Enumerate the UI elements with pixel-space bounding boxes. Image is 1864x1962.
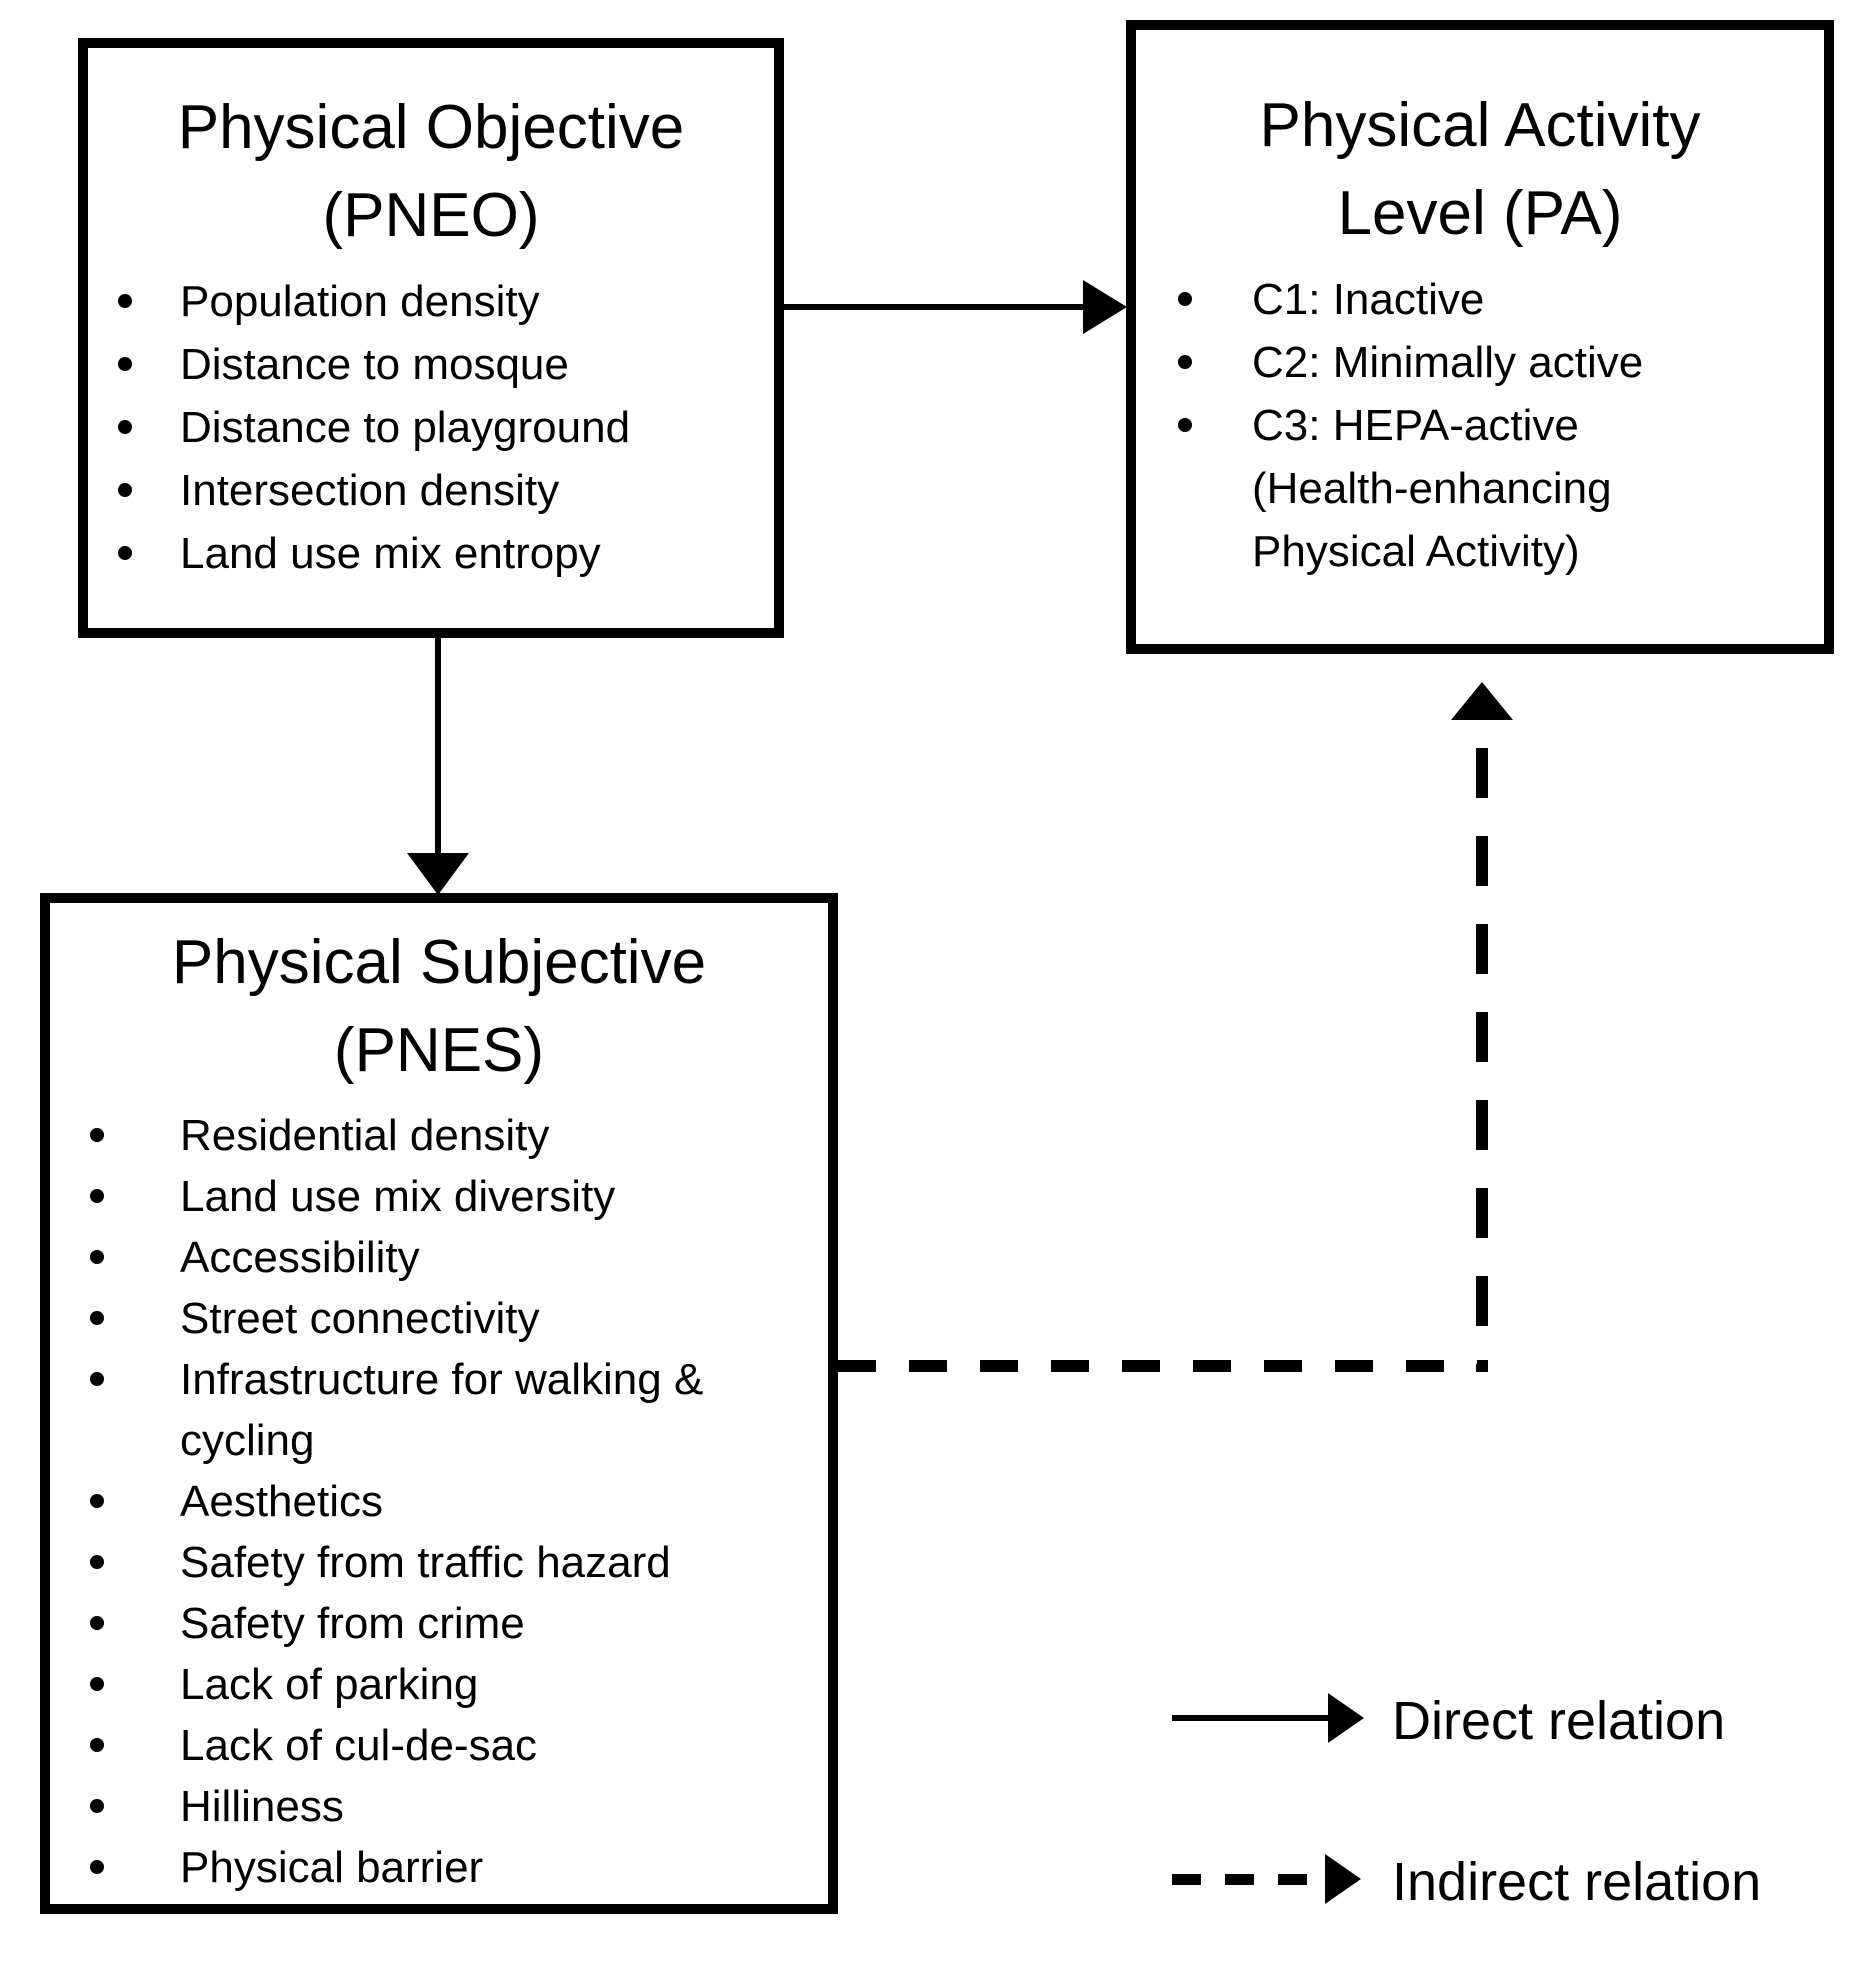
- box-pnes-title: Physical Subjective (PNES): [50, 919, 828, 1095]
- list-item: Lack of cul-de-sac: [50, 1715, 828, 1776]
- list-item-text: Safety from crime: [180, 1599, 525, 1648]
- box-pneo-title: Physical Objective (PNEO): [88, 84, 774, 260]
- list-item: Accessibility: [50, 1227, 828, 1288]
- bullet-icon: [118, 546, 132, 560]
- list-item-text: Hilliness: [180, 1782, 344, 1831]
- list-item: Population density: [88, 270, 774, 333]
- bullet-icon: [118, 357, 132, 371]
- list-item: Distance to playground: [88, 396, 774, 459]
- list-item-text: C1: Inactive: [1252, 275, 1485, 324]
- list-item-text: Population density: [180, 277, 540, 326]
- list-item-text: Lack of cul-de-sac: [180, 1721, 538, 1770]
- list-item-text: Aesthetics: [180, 1477, 383, 1526]
- list-item: Residential density: [50, 1105, 828, 1166]
- box-pneo: Physical Objective (PNEO) Population den…: [78, 38, 784, 638]
- list-item-text: (Health-enhancing: [1252, 464, 1612, 513]
- list-item: Intersection density: [88, 459, 774, 522]
- list-item-text: cycling: [180, 1416, 315, 1465]
- bullet-icon: [118, 420, 132, 434]
- list-item-text: C2: Minimally active: [1252, 338, 1644, 387]
- bullet-icon: [90, 1677, 104, 1691]
- list-item: Physical Activity): [1136, 520, 1824, 583]
- direct-arrow-pneo-to-pnes-line: [435, 638, 441, 860]
- list-item: Street connectivity: [50, 1288, 828, 1349]
- list-item-text: Infrastructure for walking &: [180, 1355, 704, 1404]
- list-item: C2: Minimally active: [1136, 331, 1824, 394]
- bullet-icon: [90, 1494, 104, 1508]
- bullet-icon: [90, 1616, 104, 1630]
- pa-item-list: C1: Inactive C2: Minimally active C3: HE…: [1136, 268, 1824, 583]
- box-pnes-title-line1: Physical Subjective: [171, 928, 707, 997]
- list-item-text: Accessibility: [180, 1233, 420, 1282]
- list-item: Land use mix entropy: [88, 522, 774, 585]
- bullet-icon: [118, 294, 132, 308]
- pnes-item-list: Residential density Land use mix diversi…: [50, 1105, 828, 1898]
- legend-indirect-arrow-line: [1172, 1874, 1307, 1885]
- direct-arrow-pneo-to-pa-line: [784, 304, 1086, 310]
- list-item-text: Street connectivity: [180, 1294, 540, 1343]
- list-item: Infrastructure for walking &: [50, 1349, 828, 1410]
- indirect-arrow-pnes-to-pa-horizontal: [838, 1360, 1488, 1372]
- bullet-icon: [90, 1189, 104, 1203]
- box-pneo-title-line2: (PNEO): [322, 181, 540, 250]
- bullet-icon: [90, 1250, 104, 1264]
- list-item: Safety from crime: [50, 1593, 828, 1654]
- bullet-icon: [90, 1738, 104, 1752]
- list-item: cycling: [50, 1410, 828, 1471]
- list-item: Physical barrier: [50, 1837, 828, 1898]
- list-item: Lack of parking: [50, 1654, 828, 1715]
- bullet-icon: [1178, 292, 1192, 306]
- list-item-text: Safety from traffic hazard: [180, 1538, 671, 1587]
- bullet-icon: [90, 1372, 104, 1386]
- bullet-icon: [90, 1799, 104, 1813]
- legend-indirect-arrowhead-icon: [1325, 1854, 1361, 1904]
- box-pneo-title-line1: Physical Objective: [177, 93, 685, 162]
- list-item: Hilliness: [50, 1776, 828, 1837]
- bullet-icon: [90, 1555, 104, 1569]
- list-item-text: Residential density: [180, 1111, 550, 1160]
- list-item-text: Distance to playground: [180, 403, 631, 452]
- box-pa-title-line1: Physical Activity: [1259, 91, 1701, 160]
- bullet-icon: [90, 1860, 104, 1874]
- list-item: Land use mix diversity: [50, 1166, 828, 1227]
- indirect-arrowhead-up-icon: [1451, 682, 1513, 720]
- box-pa-title-line2: Level (PA): [1337, 179, 1623, 248]
- bullet-icon: [90, 1128, 104, 1142]
- list-item-text: Intersection density: [180, 466, 560, 515]
- list-item-text: Land use mix diversity: [180, 1172, 616, 1221]
- box-pa-title: Physical Activity Level (PA): [1136, 82, 1824, 258]
- direct-arrowhead-down-icon: [407, 853, 469, 895]
- direct-arrowhead-right-icon: [1083, 280, 1127, 334]
- list-item-text: Physical Activity): [1252, 527, 1580, 576]
- legend-direct-label: Direct relation: [1392, 1691, 1726, 1751]
- list-item-text: C3: HEPA-active: [1252, 401, 1579, 450]
- list-item: Aesthetics: [50, 1471, 828, 1532]
- legend-indirect-label: Indirect relation: [1392, 1852, 1762, 1912]
- list-item: C3: HEPA-active: [1136, 394, 1824, 457]
- bullet-icon: [118, 483, 132, 497]
- list-item-text: Land use mix entropy: [180, 529, 601, 578]
- box-pnes-title-line2: (PNES): [333, 1016, 545, 1085]
- list-item: C1: Inactive: [1136, 268, 1824, 331]
- indirect-arrow-pnes-to-pa-vertical: [1476, 748, 1488, 1372]
- box-pa: Physical Activity Level (PA) C1: Inactiv…: [1126, 20, 1834, 654]
- bullet-icon: [1178, 355, 1192, 369]
- pneo-item-list: Population density Distance to mosque Di…: [88, 270, 774, 585]
- legend-direct-arrow-line: [1172, 1715, 1330, 1721]
- legend-direct-arrowhead-icon: [1328, 1693, 1364, 1743]
- list-item: Distance to mosque: [88, 333, 774, 396]
- list-item-text: Distance to mosque: [180, 340, 569, 389]
- bullet-icon: [1178, 418, 1192, 432]
- list-item-text: Lack of parking: [180, 1660, 479, 1709]
- list-item-text: Physical barrier: [180, 1843, 484, 1892]
- list-item: Safety from traffic hazard: [50, 1532, 828, 1593]
- box-pnes: Physical Subjective (PNES) Residential d…: [40, 893, 838, 1914]
- list-item: (Health-enhancing: [1136, 457, 1824, 520]
- bullet-icon: [90, 1311, 104, 1325]
